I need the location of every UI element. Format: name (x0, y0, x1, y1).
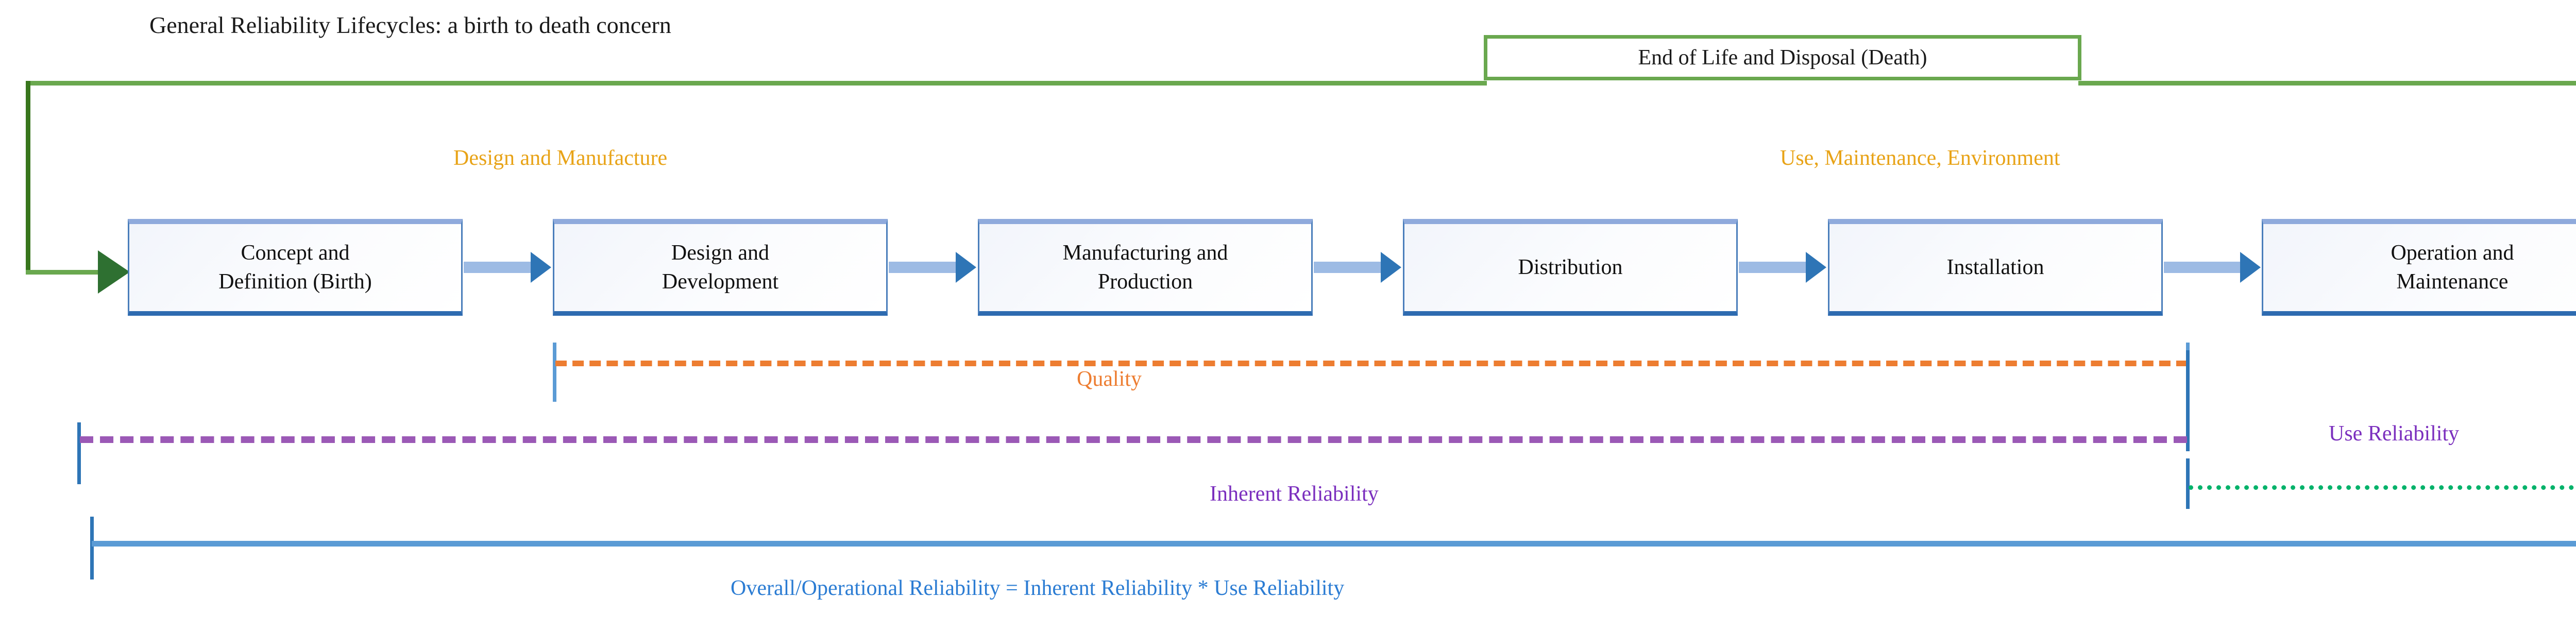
flow-arrow-3-shaft (1314, 262, 1381, 273)
process-box-design-development-label: Design and Development (662, 241, 779, 294)
process-box-design-development[interactable]: Design and Development (553, 219, 888, 316)
flow-arrow-4-shaft (1739, 262, 1806, 273)
inherent-span-tick-left (77, 422, 81, 484)
flow-arrow-5-head-icon (2240, 252, 2261, 283)
process-box-installation-label: Installation (1946, 255, 2044, 279)
overall-span-line (92, 541, 2576, 547)
flow-arrow-3-head-icon (1381, 252, 1401, 283)
flow-arrow-1-shaft (464, 262, 531, 273)
flow-arrow-1-head-icon (531, 252, 551, 283)
flow-arrow-4 (1739, 252, 1826, 283)
inherent-span-line (80, 436, 2187, 443)
loop-left-vertical (26, 81, 30, 272)
process-box-manufacturing-production[interactable]: Manufacturing and Production (978, 219, 1313, 316)
loop-left-bottom-segment (26, 270, 100, 275)
process-box-concept-definition-label: Concept and Definition (Birth) (218, 241, 372, 294)
process-box-concept-definition[interactable]: Concept and Definition (Birth) (128, 219, 463, 316)
use-span-line (2189, 485, 2576, 490)
flow-arrow-5 (2164, 252, 2261, 283)
process-box-manufacturing-production-label: Manufacturing and Production (1062, 241, 1228, 294)
use-span-tick-left (2186, 458, 2190, 509)
stage-box-end-of-life[interactable]: End of Life and Disposal (Death) (1484, 35, 2081, 80)
quality-span-tick-left (553, 343, 556, 402)
loop-arrow-icon (98, 250, 130, 294)
loop-top-left-segment (26, 81, 1487, 86)
quality-span-line (555, 361, 2188, 366)
process-box-distribution-label: Distribution (1518, 255, 1623, 279)
process-box-operation-maintenance-label: Operation and Maintenance (2391, 241, 2514, 294)
loop-top-right-segment (2078, 81, 2576, 86)
quality-span-label: Quality (1077, 367, 1142, 391)
overall-span-label: Overall/Operational Reliability = Inhere… (731, 576, 1345, 600)
overall-span-tick-left (90, 517, 94, 579)
process-box-operation-maintenance[interactable]: Operation and Maintenance (2262, 219, 2576, 316)
use-span-label: Use Reliability (2329, 422, 2460, 446)
flow-arrow-3 (1314, 252, 1401, 283)
flow-arrow-1 (464, 252, 551, 283)
process-box-installation[interactable]: Installation (1828, 219, 2163, 316)
flow-arrow-2-shaft (889, 262, 956, 273)
inherent-span-tick-right (2186, 350, 2190, 451)
flow-arrow-2-head-icon (956, 252, 976, 283)
page-title: General Reliability Lifecycles: a birth … (149, 12, 671, 38)
phase-label-design-manufacture: Design and Manufacture (453, 146, 668, 170)
inherent-span-label: Inherent Reliability (1210, 482, 1379, 506)
process-box-distribution[interactable]: Distribution (1403, 219, 1738, 316)
stage-box-end-of-life-label: End of Life and Disposal (Death) (1638, 46, 1927, 70)
flow-arrow-4-head-icon (1806, 252, 1826, 283)
phase-label-use-maintenance-environment: Use, Maintenance, Environment (1780, 146, 2060, 170)
flow-arrow-2 (889, 252, 976, 283)
flow-arrow-5-shaft (2164, 262, 2240, 273)
